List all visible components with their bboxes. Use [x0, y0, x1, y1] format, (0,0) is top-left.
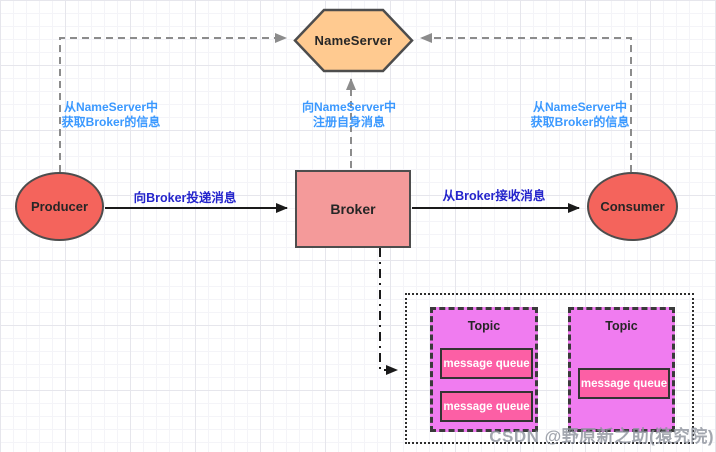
topic-1-title: Topic: [467, 319, 501, 333]
topic-2-title: Topic: [605, 319, 638, 333]
edge-broker-to-topics: [379, 248, 398, 375]
note-line: 从NameServer中: [63, 100, 159, 114]
node-broker: Broker: [295, 170, 411, 248]
label-produce-message: 向Broker投递消息: [133, 191, 237, 205]
message-queue: message queue: [440, 348, 533, 379]
note-line: 从NameServer中: [532, 100, 628, 114]
message-queue: message queue: [440, 391, 533, 422]
watermark-text: CSDN @野原新之助(猿究院): [489, 427, 714, 446]
topics-container: Topic message queue message queue Topic …: [405, 293, 694, 444]
edge-producer-to-nameserver: [59, 33, 287, 172]
nameserver-hexagon: [293, 8, 414, 73]
note-producer-nameserver: 从NameServer中 获取Broker的信息: [38, 100, 184, 130]
label-consume-message: 从Broker接收消息: [442, 189, 546, 203]
edge-consumer-to-nameserver: [420, 33, 632, 172]
note-consumer-nameserver: 从NameServer中 获取Broker的信息: [507, 100, 653, 130]
node-consumer: Consumer: [587, 172, 678, 241]
note-line: 向NameServer中: [301, 100, 397, 114]
note-line: 获取Broker的信息: [61, 115, 161, 129]
note-line: 获取Broker的信息: [530, 115, 630, 129]
note-broker-nameserver: 向NameServer中 注册自身消息: [278, 100, 420, 130]
topic-box-1: Topic message queue message queue: [430, 307, 538, 432]
nameserver-label: NameServer: [314, 33, 393, 48]
note-line: 注册自身消息: [312, 115, 385, 129]
message-queue: message queue: [578, 368, 670, 399]
node-producer: Producer: [15, 172, 104, 241]
topic-box-2: Topic message queue: [568, 307, 675, 432]
